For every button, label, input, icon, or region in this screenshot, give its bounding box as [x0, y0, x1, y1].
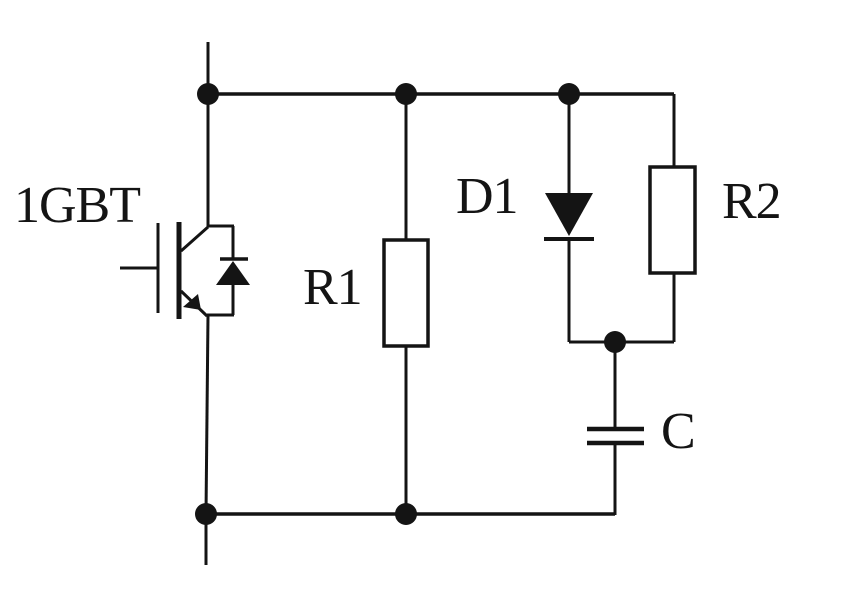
igbt-emitter-arrow-icon — [183, 294, 201, 310]
resistor-r2-symbol — [569, 94, 697, 344]
d1-label: D1 — [456, 168, 519, 225]
d1-triangle — [545, 193, 593, 236]
igbt-symbol — [120, 94, 250, 515]
r2-body — [648, 165, 697, 275]
igbt-label: 1GBT — [14, 177, 141, 234]
junction-nodes — [195, 83, 626, 525]
diode-d1-symbol — [544, 94, 594, 342]
igbt-emitter-wire — [204, 314, 210, 515]
r1-body — [382, 238, 430, 348]
resistor-r1-symbol — [382, 94, 430, 514]
freewheel-diode-symbol — [207, 224, 250, 317]
junction-node — [395, 83, 417, 105]
top-bus-wires — [206, 42, 674, 96]
igbt-collector-diagonal — [180, 225, 209, 253]
junction-node — [395, 503, 417, 525]
c-label: C — [661, 403, 696, 460]
r1-label: R1 — [303, 259, 363, 316]
junction-node — [195, 503, 217, 525]
capacitor-c-symbol — [587, 342, 644, 515]
r2-label: R2 — [722, 173, 782, 230]
junction-node — [197, 83, 219, 105]
freewheel-diode-triangle — [216, 261, 250, 285]
junction-node — [604, 331, 626, 353]
junction-node — [558, 83, 580, 105]
